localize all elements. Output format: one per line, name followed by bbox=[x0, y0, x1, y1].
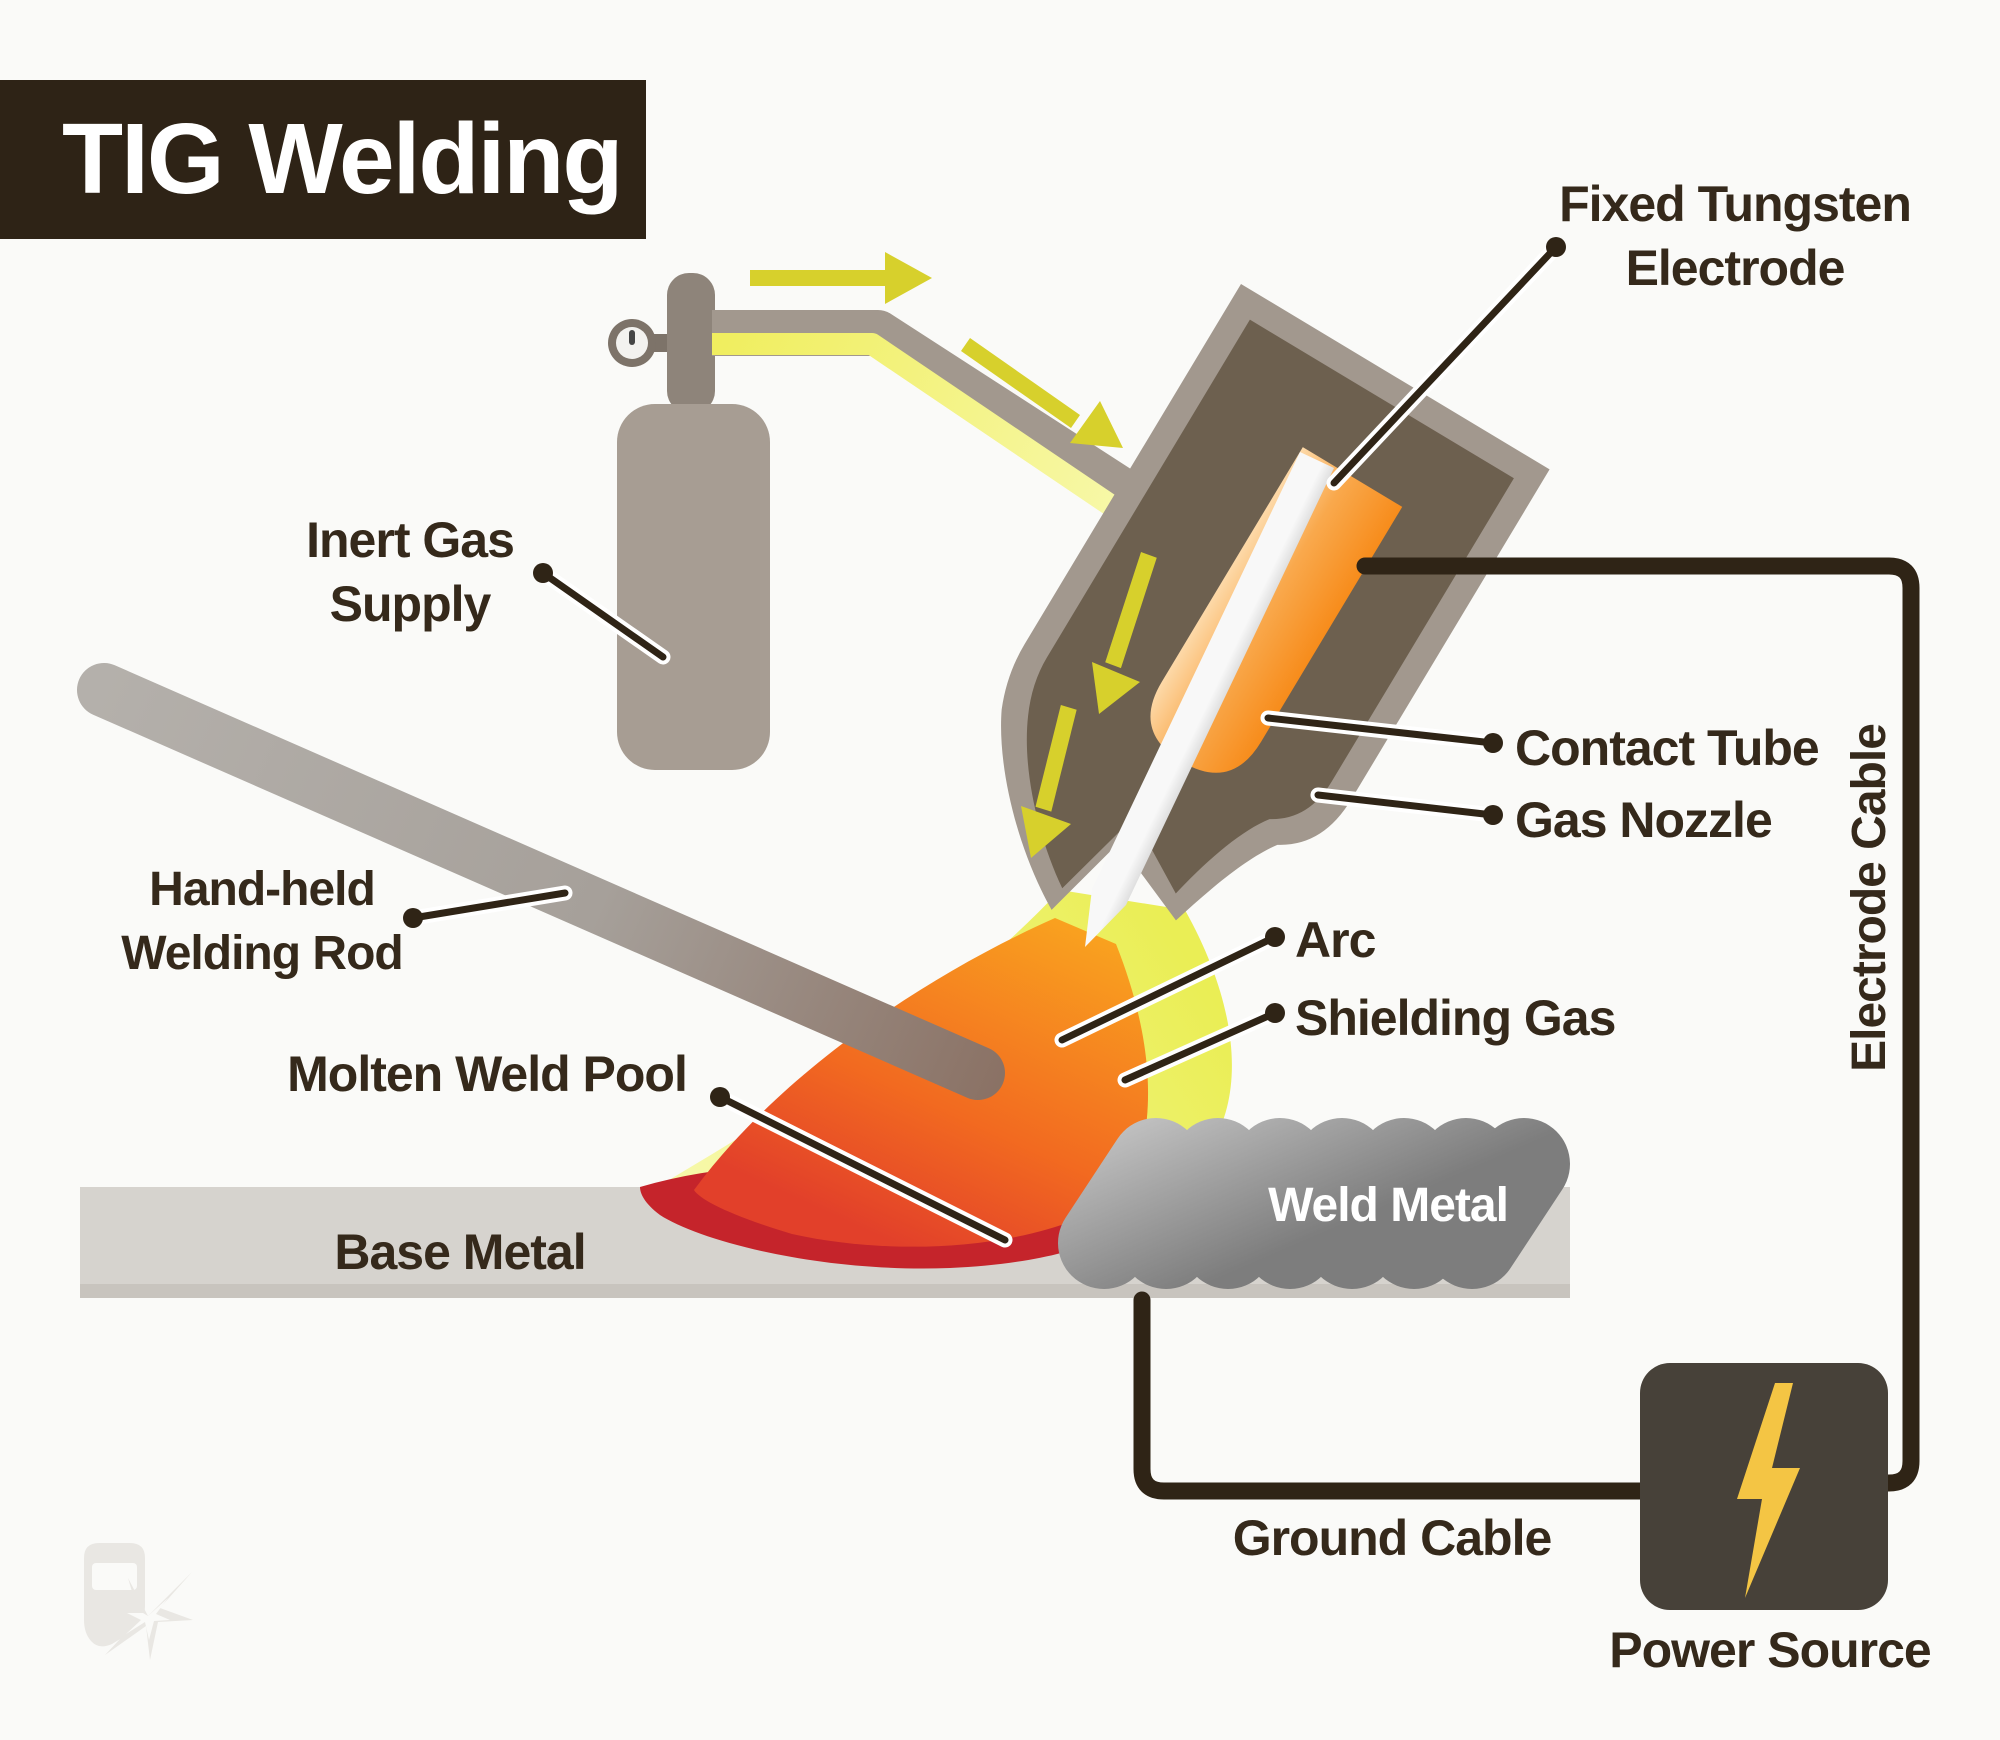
inert-gas-cylinder bbox=[608, 273, 770, 770]
welding-rod-pointer bbox=[409, 889, 569, 922]
label-fixed-tungsten-electrode: Fixed Tungsten Electrode bbox=[1559, 176, 1912, 296]
label-electrode-cable: Electrode Cable bbox=[1843, 724, 1896, 1072]
torch-flow-arrow-icon bbox=[1021, 551, 1157, 858]
arc-pointer bbox=[1058, 933, 1279, 1044]
arc-shape bbox=[694, 918, 1149, 1247]
weld-metal-beads bbox=[1058, 1118, 1570, 1289]
pointer-lines bbox=[403, 237, 1566, 1248]
label-hand-held-welding-rod: Hand-held Welding Rod bbox=[121, 863, 403, 980]
cylinder-body bbox=[617, 404, 770, 770]
fixed-tungsten-pointer bbox=[1330, 243, 1560, 487]
label-inert-gas-supply: Inert Gas Supply bbox=[306, 512, 515, 632]
gas-hose bbox=[712, 310, 1169, 550]
welding-rod bbox=[77, 663, 1005, 1100]
electrode-cable-line bbox=[1356, 557, 1920, 1492]
contact-tube-pointer bbox=[1264, 714, 1497, 747]
label-power-source: Power Source bbox=[1609, 1622, 1931, 1678]
tungsten-electrode bbox=[1085, 452, 1334, 947]
yellow-flow-arrow-icon bbox=[750, 252, 1123, 448]
label-shielding-gas: Shielding Gas bbox=[1295, 990, 1616, 1046]
molten-pool-pointer bbox=[716, 1093, 1009, 1244]
shielding-gas-pointer bbox=[1121, 1009, 1279, 1084]
lightning-bolt-icon bbox=[1737, 1383, 1800, 1598]
inert-gas-pointer bbox=[539, 569, 667, 661]
label-gas-nozzle: Gas Nozzle bbox=[1515, 792, 1773, 848]
cylinder-neck bbox=[667, 273, 715, 413]
gas-nozzle-pointer bbox=[1314, 791, 1497, 819]
label-contact-tube: Contact Tube bbox=[1515, 720, 1820, 776]
welding-helmet-spark-logo bbox=[84, 1543, 193, 1660]
label-weld-metal: Weld Metal bbox=[1268, 1179, 1509, 1232]
power-source-box bbox=[1640, 1363, 1888, 1610]
page-title: TIG Welding bbox=[62, 103, 623, 215]
title-banner: TIG Welding bbox=[0, 80, 646, 239]
label-ground-cable: Ground Cable bbox=[1232, 1510, 1553, 1566]
ground-cable-line bbox=[1133, 1291, 1657, 1500]
label-base-metal: Base Metal bbox=[334, 1224, 586, 1280]
label-molten-weld-pool: Molten Weld Pool bbox=[287, 1046, 688, 1102]
label-arc: Arc bbox=[1295, 912, 1376, 968]
cables bbox=[1133, 557, 1920, 1500]
